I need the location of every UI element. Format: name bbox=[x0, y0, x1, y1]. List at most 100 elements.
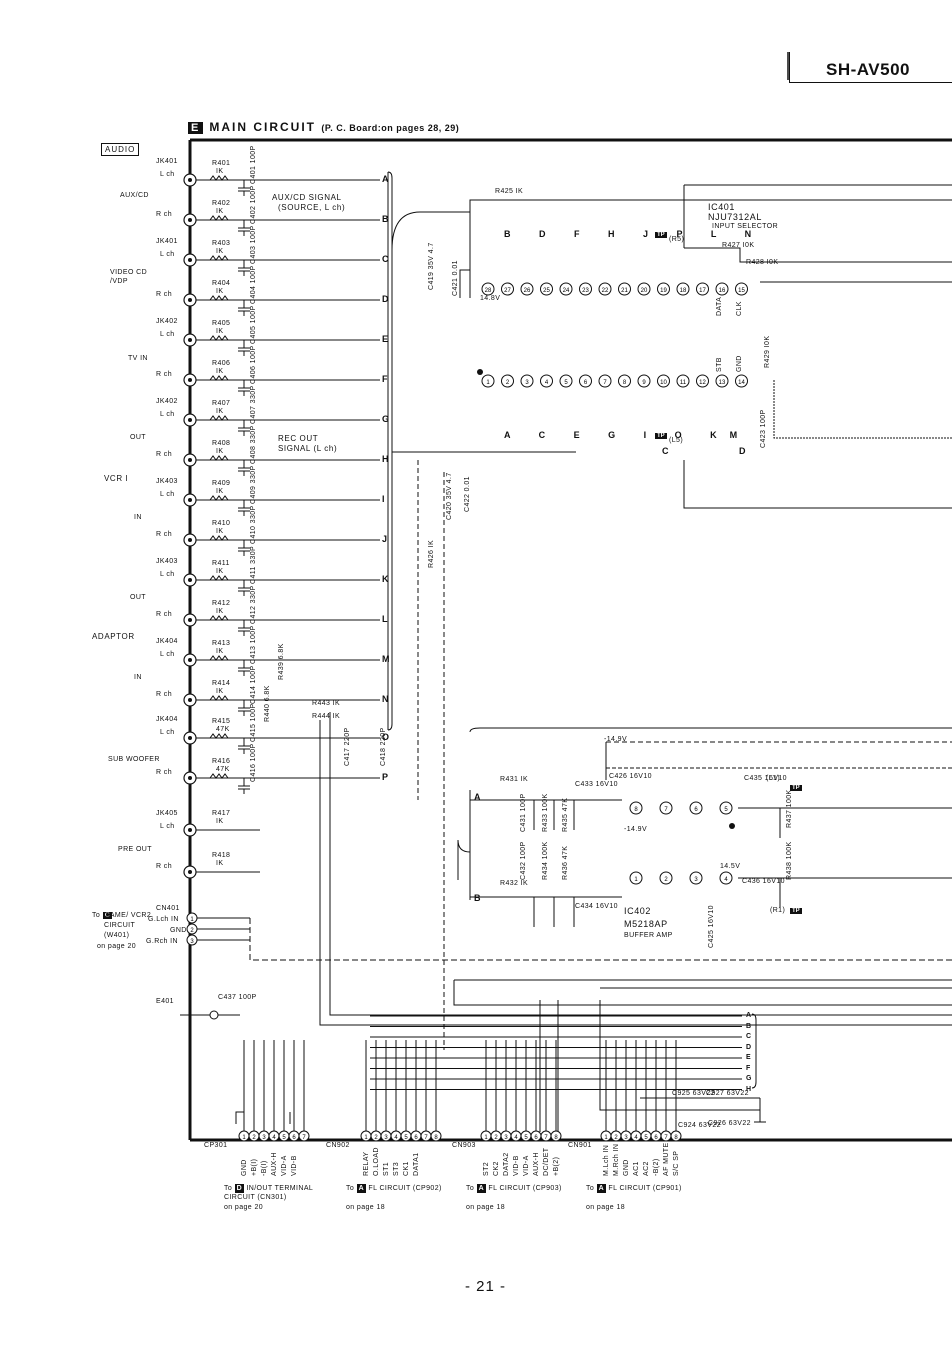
resistor-value-11: IK bbox=[216, 608, 224, 615]
c437-label: C437 100P bbox=[218, 994, 257, 1001]
ic401-stb: STB bbox=[716, 357, 723, 372]
cap-label-5: C406 100P bbox=[250, 345, 257, 384]
ic401-bottom-pin bbox=[618, 374, 631, 388]
connector-1-to-text: To bbox=[346, 1185, 355, 1192]
model-box bbox=[789, 52, 952, 83]
resistor-value-7: IK bbox=[216, 448, 224, 455]
connector-1-to: To A FL CIRCUIT (CP902) bbox=[346, 1184, 446, 1193]
connector-pin-num: 7 bbox=[544, 1135, 548, 1141]
c418-label: C418 220P bbox=[380, 727, 387, 766]
switch-contact bbox=[624, 344, 632, 358]
cap-label-14: C415 100P bbox=[250, 703, 257, 742]
resistor-value-10: IK bbox=[216, 568, 224, 575]
connector-pin-num: 6 bbox=[654, 1135, 658, 1141]
r432-label: R432 IK bbox=[500, 880, 529, 887]
connector-pin-num: 3 bbox=[624, 1135, 628, 1141]
connector-pin-num: 1 bbox=[364, 1135, 368, 1141]
jack-center bbox=[188, 698, 192, 702]
bus-letter-8: I bbox=[382, 494, 385, 504]
ic401-bottom-pin bbox=[676, 374, 690, 388]
bottom-bus-letter-5: F bbox=[746, 1064, 751, 1072]
ic401-bottom-pin-num: 7 bbox=[603, 380, 607, 386]
connector-3-pin-label-6: AF MUTE bbox=[663, 1142, 670, 1176]
ic402-name: IC402 bbox=[624, 906, 652, 916]
connector-0-to: To D IN/OUT TERMINAL CIRCUIT (CN301) bbox=[224, 1184, 344, 1202]
resistor-label-6: R407 bbox=[212, 400, 231, 407]
connector-2-pin-label-7: +B(2) bbox=[553, 1156, 560, 1176]
jack-lch-5: L ch bbox=[160, 571, 175, 578]
section-subtitle: (P. C. Board:on pages 28, 29) bbox=[321, 123, 460, 133]
connector-pin-num: 8 bbox=[554, 1135, 558, 1141]
connector-name-0: CP301 bbox=[204, 1142, 228, 1149]
resistor-label-13: R414 bbox=[212, 680, 231, 687]
resistor-label-8: R409 bbox=[212, 480, 231, 487]
ic401-bottom-pin-num: 5 bbox=[564, 380, 568, 386]
connector-3-pin-label-4: AC2 bbox=[643, 1161, 650, 1176]
jack-center bbox=[188, 736, 192, 740]
opamp-top bbox=[700, 830, 720, 850]
ic401-switch-block bbox=[660, 336, 720, 366]
resistor-value-12: IK bbox=[216, 648, 224, 655]
section-title-text: MAIN CIRCUIT bbox=[209, 120, 317, 134]
connector-1-pin-label-0: RELAY bbox=[363, 1151, 370, 1176]
ic401-switch-block bbox=[500, 336, 560, 366]
ic401-clk: CLK bbox=[736, 301, 743, 316]
ic401-bottom-pin-num: 11 bbox=[680, 380, 687, 386]
r1-label: (R1) bbox=[770, 907, 786, 914]
tp-r5-label: (R5) bbox=[669, 236, 685, 243]
connector-3-pin-label-3: AC1 bbox=[633, 1161, 640, 1176]
jack-group-8: PRE OUT bbox=[118, 846, 152, 853]
cap-label-7: C408 330P bbox=[250, 425, 257, 464]
jack-rch-4: R ch bbox=[156, 531, 172, 538]
resistor-label-4: R405 bbox=[212, 320, 231, 327]
resistor-value-6: IK bbox=[216, 408, 224, 415]
ic401-bottom-pin bbox=[540, 374, 553, 388]
c419-label: C419 35V 4.7 bbox=[428, 242, 435, 290]
ic401-bottom-pin bbox=[481, 374, 495, 388]
ic401-bottom-pin bbox=[715, 374, 729, 388]
ic401-bottom-pin-num: 6 bbox=[584, 380, 588, 386]
c925-label: C925 63V22 bbox=[672, 1090, 715, 1097]
ic401-top-pin bbox=[696, 282, 709, 296]
ic401-top-pin bbox=[676, 282, 690, 296]
cn401-to: To C bbox=[92, 912, 113, 919]
connector-0-dest: IN/OUT TERMINAL CIRCUIT (CN301) bbox=[224, 1185, 313, 1201]
resistor-symbol bbox=[209, 773, 231, 779]
audio-tag: AUDIO bbox=[101, 143, 140, 156]
c423-label: C423 100P bbox=[760, 409, 767, 448]
cn401-page: on page 20 bbox=[97, 943, 137, 950]
bus-letter-14: O bbox=[382, 732, 390, 742]
ic401-bottom-pin bbox=[598, 374, 612, 388]
model-number: SH-AV500 bbox=[826, 60, 910, 79]
connector-pin-num: 4 bbox=[634, 1135, 638, 1141]
jack-center bbox=[188, 178, 192, 182]
ic401-bottom-pin bbox=[735, 374, 748, 388]
rec-out-label: REC OUT bbox=[278, 434, 319, 443]
jack-group-2: TV IN bbox=[128, 355, 148, 362]
connector-0-pin-label-2: -B(I) bbox=[261, 1160, 268, 1176]
svg-text:2: 2 bbox=[190, 928, 194, 934]
connector-3-pin-label-2: GND bbox=[623, 1159, 630, 1176]
ic401-bottom-pin-num: 9 bbox=[642, 380, 646, 386]
c422-label: C422 0.01 bbox=[464, 476, 471, 512]
cap-label-11: C412 330P bbox=[250, 585, 257, 624]
svg-text:1: 1 bbox=[190, 917, 194, 923]
connector-pin-num: 1 bbox=[484, 1135, 488, 1141]
resistor-value-16: IK bbox=[216, 818, 224, 825]
c927-label: C927 63V22 bbox=[706, 1090, 749, 1097]
resistor-value-4: IK bbox=[216, 328, 224, 335]
connector-3-dest: FL CIRCUIT (CP901) bbox=[608, 1185, 682, 1192]
resistor-value-13: IK bbox=[216, 688, 224, 695]
resistor-label-12: R413 bbox=[212, 640, 231, 647]
cap-label-8: C409 330P bbox=[250, 465, 257, 504]
ic401-top-pin-num: 27 bbox=[504, 288, 511, 294]
r436-label: R436 47K bbox=[562, 845, 569, 880]
ic402-part: M5218AP bbox=[624, 919, 668, 929]
switch-contact bbox=[686, 344, 694, 358]
jack-center bbox=[188, 378, 192, 382]
r438-label: R438 100K bbox=[786, 841, 793, 880]
c420-label: C420 35V 4.7 bbox=[446, 472, 453, 520]
jack-group-6: IN bbox=[134, 674, 142, 681]
connector-pin bbox=[550, 1130, 562, 1142]
jack-center bbox=[188, 498, 192, 502]
